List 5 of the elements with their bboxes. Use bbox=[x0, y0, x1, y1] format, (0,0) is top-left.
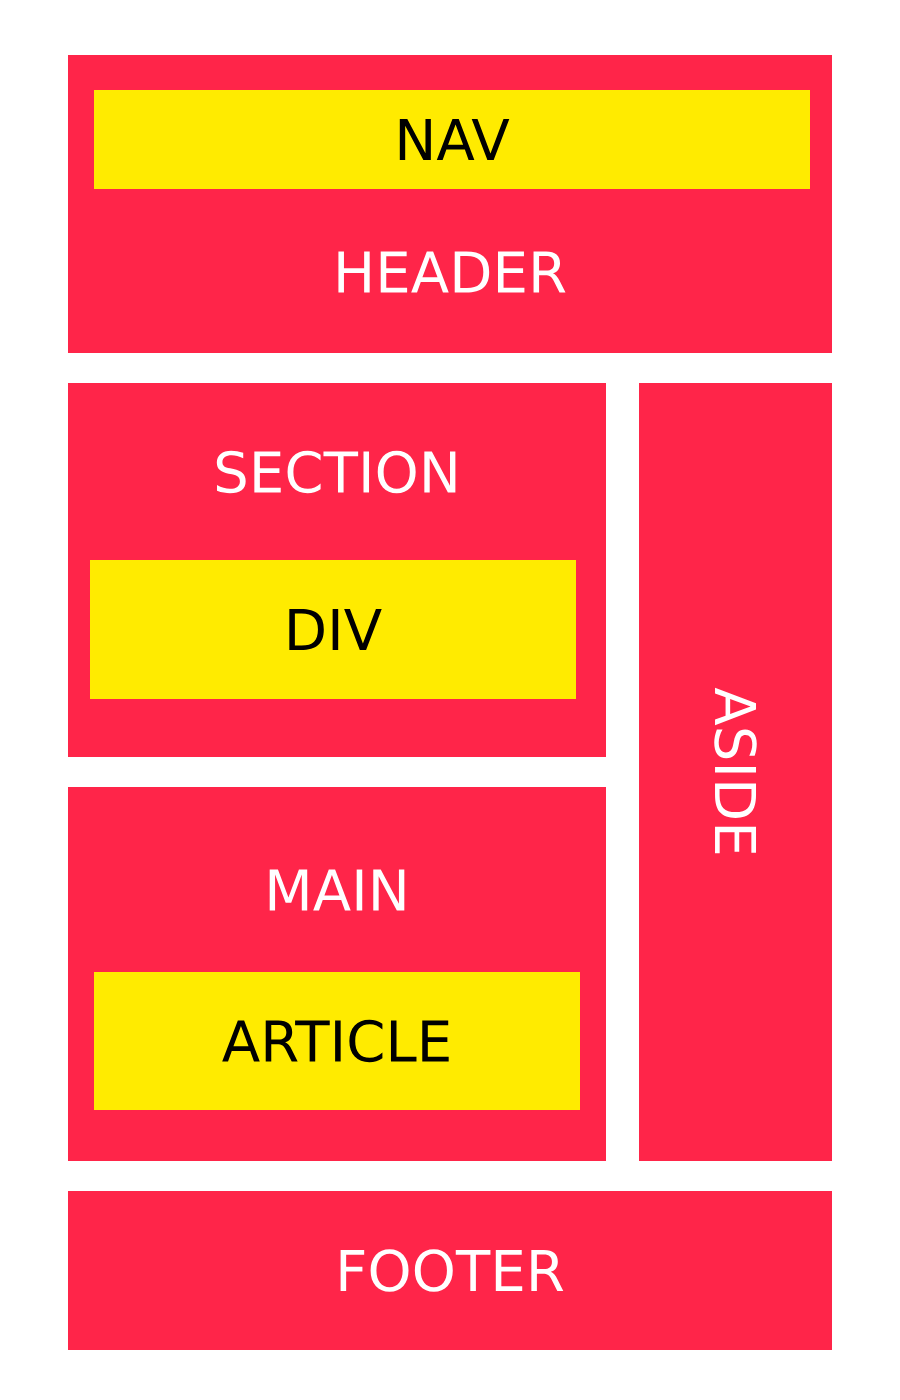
nested-box: ARTICLE bbox=[94, 972, 580, 1110]
layout-box: FOOTER bbox=[68, 1191, 832, 1350]
nested-box: NAV bbox=[94, 90, 810, 189]
layout-box: ASIDE bbox=[639, 383, 832, 1161]
nested-box: DIV bbox=[90, 560, 576, 699]
